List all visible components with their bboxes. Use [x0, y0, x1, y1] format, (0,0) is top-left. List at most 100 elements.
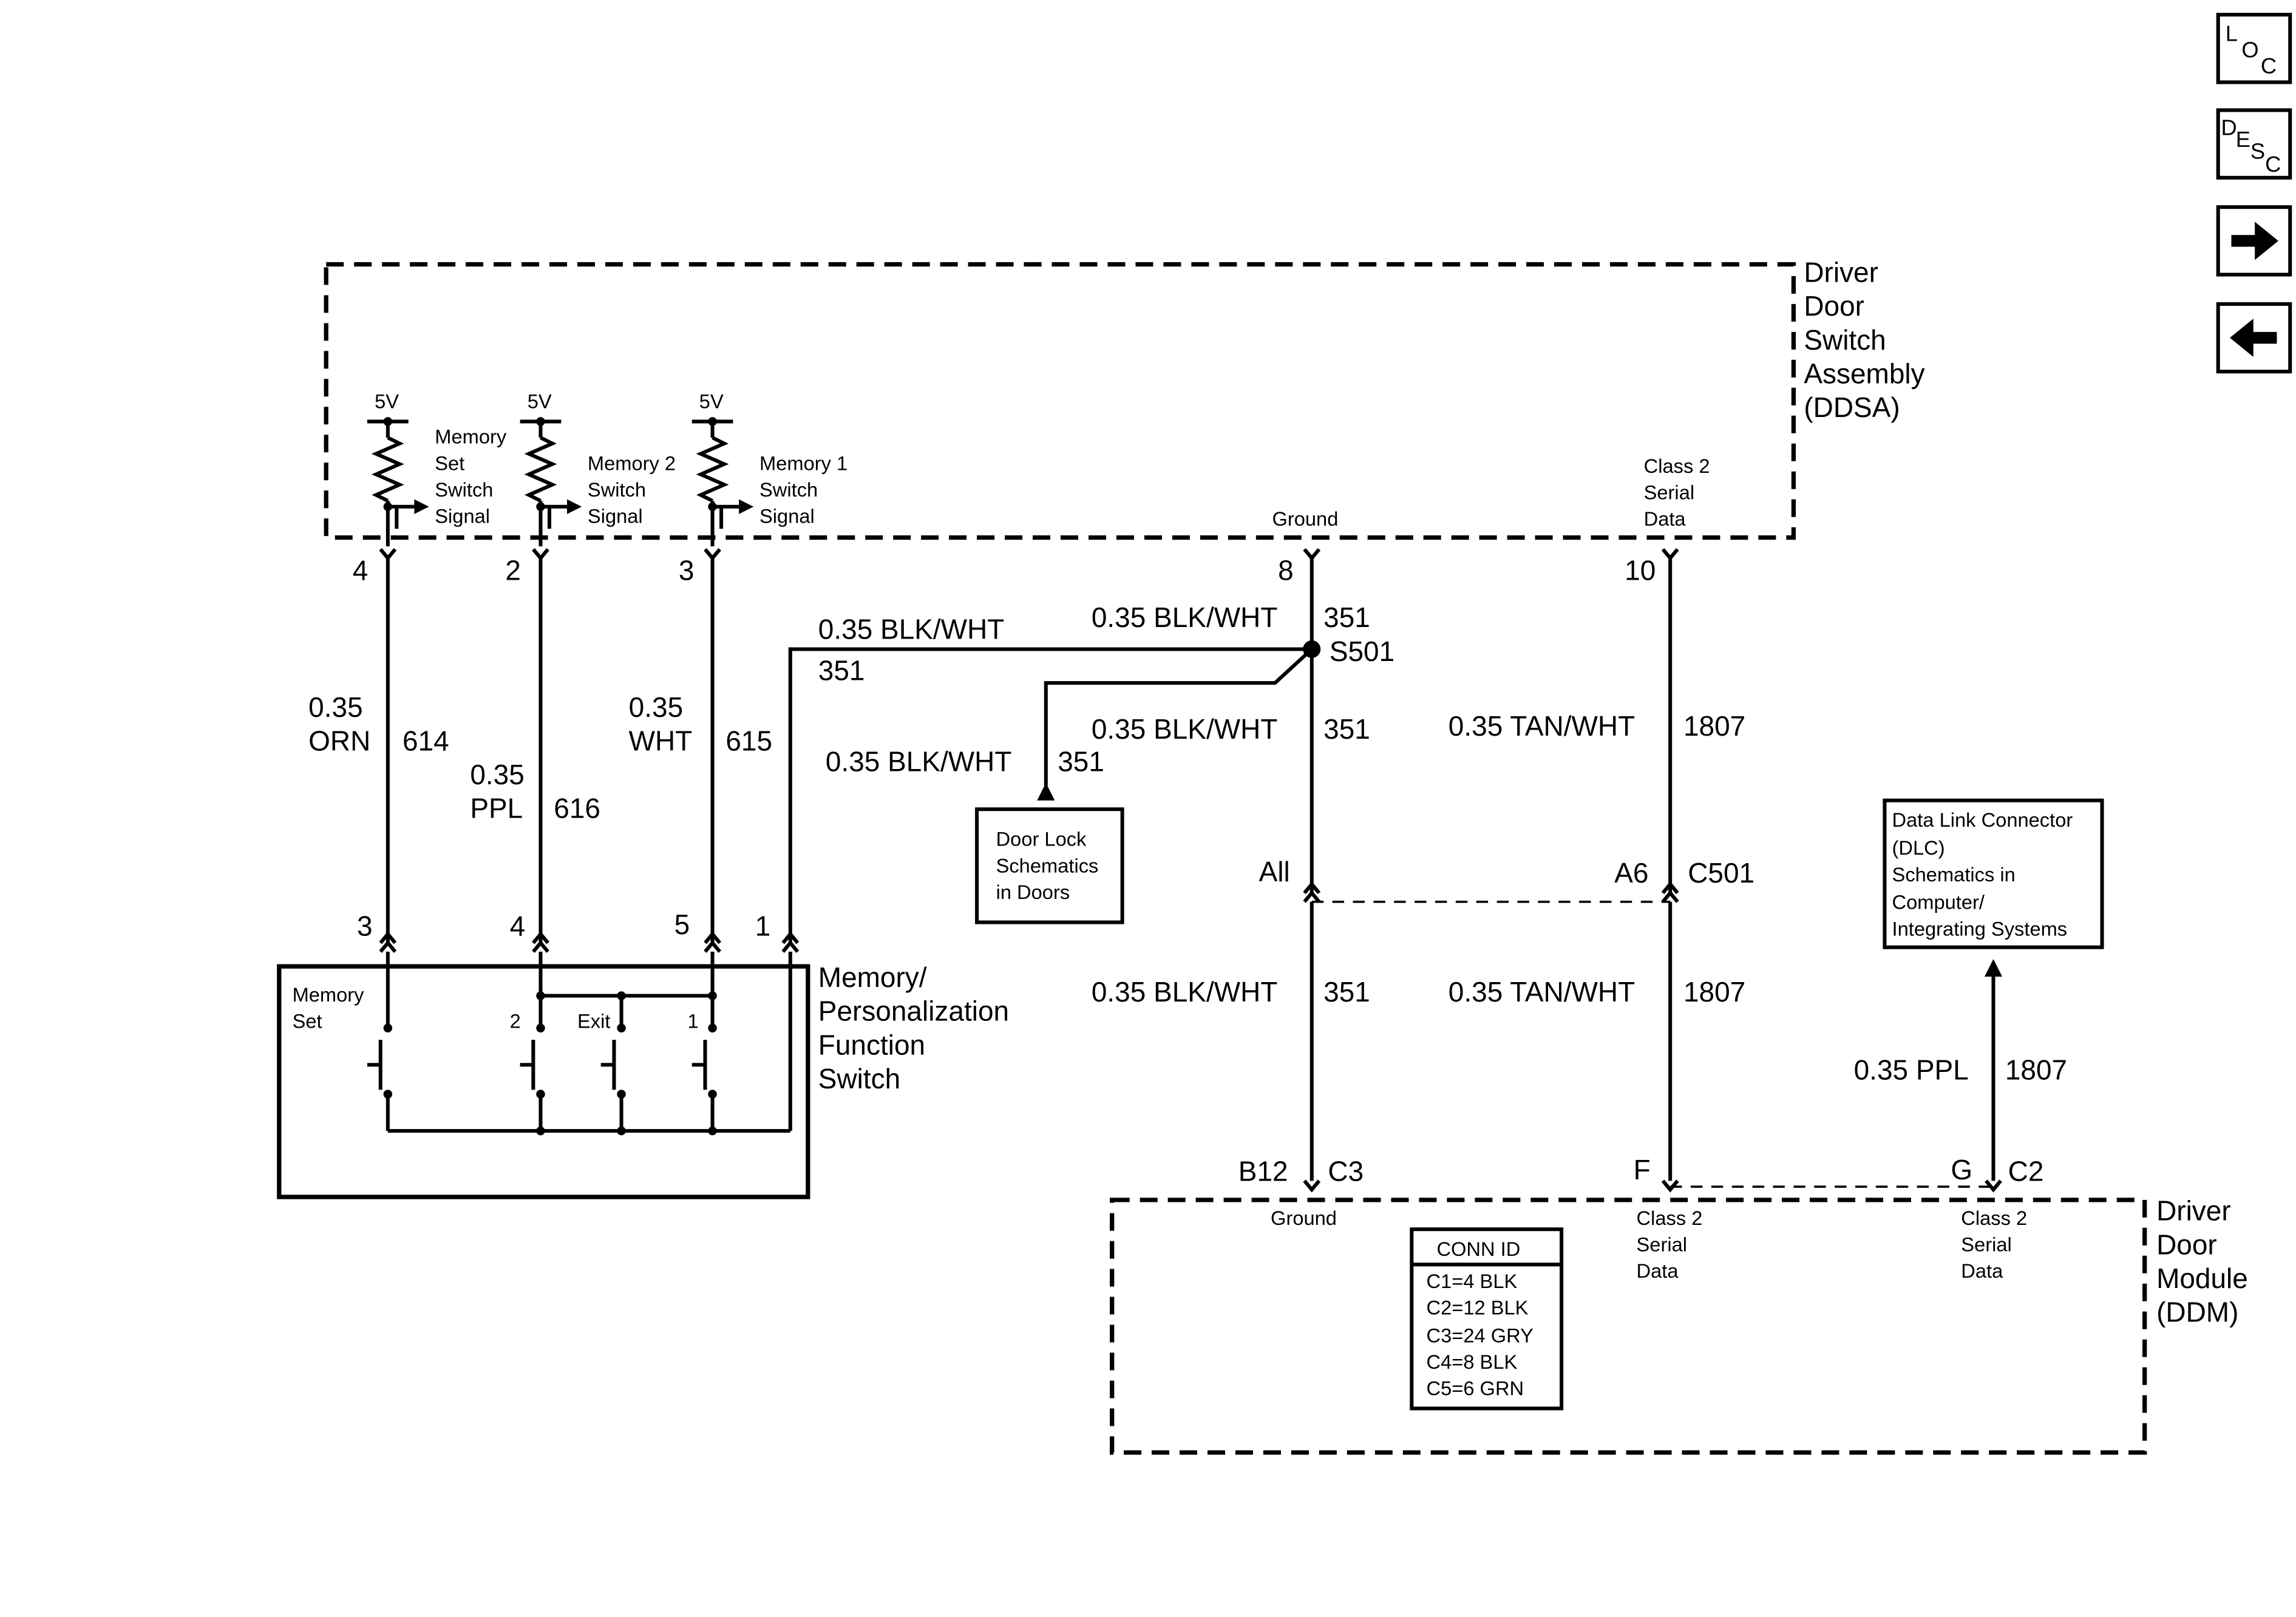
wire-wht-gauge: 0.35	[629, 691, 683, 723]
sig-memory-2-line: Switch	[588, 478, 646, 501]
wire-ppl-dlc-label: 0.35 PPL	[1854, 1054, 1969, 1085]
arrow-right-icon	[2231, 222, 2278, 260]
wire-ppl-circuit: 616	[554, 793, 600, 824]
sig-memory-1-line: Memory 1	[759, 452, 847, 474]
wire-blkwht-circuit: 351	[1323, 713, 1370, 745]
sig-memory-1-line: Switch	[759, 478, 818, 501]
ddsa-pin-10: 10	[1625, 555, 1656, 586]
dlc-box[interactable]	[1883, 798, 2104, 949]
desc-button[interactable]	[2216, 108, 2292, 180]
arrow-up-icon	[1984, 959, 2003, 977]
wire-ppl-gauge: 0.35	[470, 759, 524, 790]
mpfs-memory-set-line: Set	[293, 1010, 322, 1032]
ddm-class2-b-line: Data	[1961, 1259, 2003, 1282]
wire-blkwht-circuit: 351	[1058, 745, 1104, 777]
sig-memory-set-line: Switch	[435, 478, 493, 501]
wire-blkwht-circuit: 351	[1323, 602, 1370, 633]
arrow-left-icon	[2230, 319, 2277, 357]
ddsa-class2-line: Serial	[1644, 481, 1694, 504]
dlc-box-line: (DLC)	[1892, 836, 1945, 859]
sig-memory-set-line: Set	[435, 452, 464, 474]
ddsa-name-line: Switch	[1804, 324, 1886, 356]
ddm-name-line: Module	[2156, 1263, 2248, 1294]
wire-tanwht-label: 0.35 TAN/WHT	[1449, 976, 1635, 1008]
ddm-connector-c3: C3	[1328, 1155, 1364, 1187]
ddm-pin-g: G	[1951, 1154, 1972, 1185]
wire-blkwht-circuit: 351	[818, 654, 865, 686]
ddm-name-line: (DDM)	[2156, 1297, 2238, 1328]
loc-letter-c: C	[2261, 53, 2277, 78]
wire-blkwht-351-to-switch	[788, 647, 1312, 943]
ddm-class2-a-line: Data	[1637, 1259, 1679, 1282]
switch-memory-set	[367, 1040, 382, 1090]
prev-button[interactable]	[2216, 302, 2292, 374]
arrow-right-icon	[739, 499, 754, 514]
mpfs-name-line: Memory/	[818, 961, 927, 993]
ddsa-pin-3: 3	[679, 555, 695, 586]
sig-memory-set-line: Memory	[435, 425, 507, 448]
wire-orn-gauge: 0.35	[308, 691, 362, 723]
next-button[interactable]	[2216, 205, 2292, 277]
ddsa-name-line: Assembly	[1804, 358, 1924, 390]
ddsa-pin-2: 2	[505, 555, 521, 586]
mpfs-name-line: Switch	[818, 1063, 900, 1094]
dlc-box-line: Integrating Systems	[1892, 917, 2068, 940]
supply-5v-label: 5V	[528, 390, 552, 413]
ddm-outline	[1110, 1198, 2147, 1455]
ddm-class2-a-line: Serial	[1637, 1233, 1687, 1256]
desc-letter-c: C	[2265, 152, 2281, 177]
wire-blkwht-label: 0.35 BLK/WHT	[826, 745, 1012, 777]
wire-blkwht-label: 0.35 BLK/WHT	[1092, 713, 1278, 745]
c501-name: C501	[1688, 857, 1754, 889]
ddsa-name-line: (DDSA)	[1804, 392, 1900, 423]
conn-id-row: C2=12 BLK	[1427, 1297, 1529, 1319]
wire-blkwht-label: 0.35 BLK/WHT	[1092, 976, 1278, 1008]
splice-s501-label: S501	[1330, 636, 1394, 667]
c501-pin-all: All	[1259, 856, 1290, 887]
supply-5v-label: 5V	[699, 390, 724, 413]
loc-letter-l: L	[2226, 21, 2238, 46]
door-lock-box-line: Schematics	[996, 854, 1099, 876]
wire-blkwht-label: 0.35 BLK/WHT	[818, 614, 1005, 645]
dlc-box-line: Schematics in	[1892, 863, 2016, 886]
desc-letter-d: D	[2221, 115, 2237, 140]
arrow-up-icon	[1037, 782, 1055, 801]
sig-memory-2-line: Signal	[588, 504, 643, 527]
loc-button[interactable]	[2216, 13, 2292, 84]
mpfs-name-line: Function	[818, 1029, 925, 1060]
ddm-class2-b-line: Serial	[1961, 1233, 2012, 1256]
sig-memory-1-line: Signal	[759, 504, 815, 527]
sig-memory-set-line: Signal	[435, 504, 490, 527]
resistor-memory-1	[691, 419, 739, 547]
wire-blkwht-circuit: 351	[1323, 976, 1370, 1008]
mpfs-name-line: Personalization	[818, 995, 1009, 1027]
conn-id-row: C1=4 BLK	[1427, 1270, 1518, 1292]
loc-letter-o: O	[2241, 37, 2258, 62]
wire-blkwht-label: 0.35 BLK/WHT	[1092, 602, 1278, 633]
mpfs-pin-1: 1	[755, 910, 771, 941]
ddm-connector-c2: C2	[2008, 1155, 2044, 1187]
door-lock-box-line: in Doors	[996, 881, 1070, 903]
splice-s501-dot	[1303, 640, 1321, 658]
switch-exit	[600, 1040, 616, 1090]
ddsa-name-line: Door	[1804, 290, 1864, 322]
resistor-memory-2	[520, 419, 568, 547]
dlc-box-line: Computer/	[1892, 891, 1985, 914]
ddsa-pin-4: 4	[353, 555, 369, 586]
ddsa-pin-8: 8	[1278, 555, 1294, 586]
mpfs-switch-2-label: 2	[510, 1010, 521, 1032]
ddsa-class2-line: Data	[1644, 507, 1686, 530]
door-lock-box[interactable]	[975, 807, 1124, 924]
ddm-class2-b-line: Class 2	[1961, 1207, 2027, 1229]
ddsa-name-line: Driver	[1804, 257, 1878, 288]
wire-wht-color: WHT	[629, 725, 693, 756]
conn-id-row: C4=8 BLK	[1427, 1351, 1518, 1373]
supply-5v-label: 5V	[375, 390, 399, 413]
mpfs-pin-3: 3	[357, 910, 373, 941]
wire-orn-color: ORN	[308, 725, 370, 756]
ddm-name-line: Driver	[2156, 1195, 2231, 1227]
ddsa-outline	[324, 262, 1796, 540]
conn-id-box	[1410, 1227, 1564, 1411]
mpfs-outline	[277, 964, 810, 1199]
